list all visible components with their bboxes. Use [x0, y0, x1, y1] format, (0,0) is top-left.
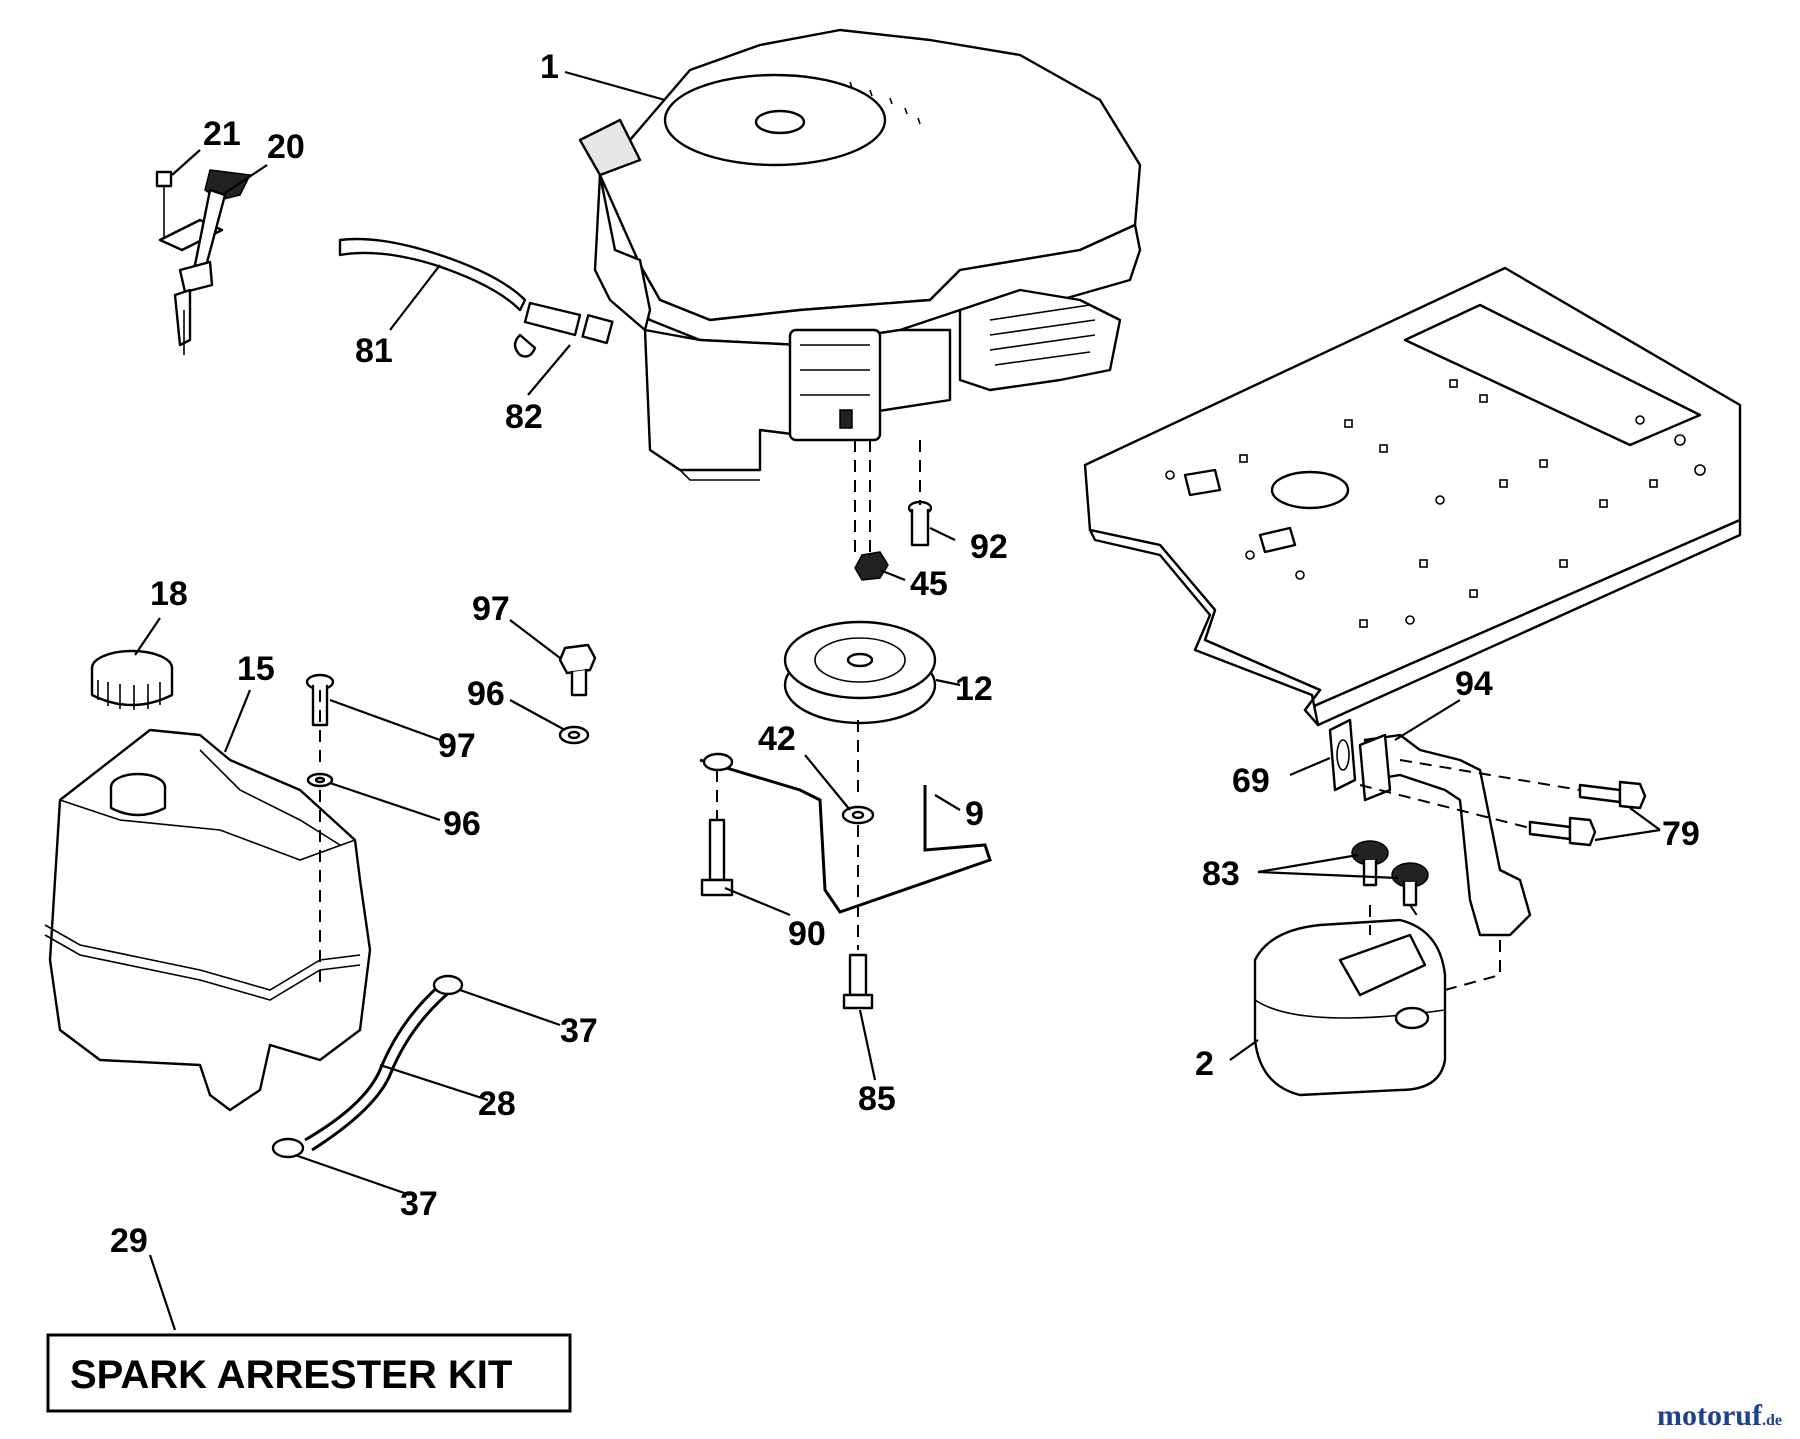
- washer-96-left-part: [306, 772, 334, 788]
- callout-83: 83: [1202, 855, 1240, 893]
- bolt-79-lower-part: [1528, 816, 1597, 847]
- alignment-lines: [319, 440, 1581, 991]
- callout-97-mid: 97: [438, 727, 476, 765]
- leader-lines: [134, 70, 1661, 1331]
- bolt-92-part: [907, 500, 933, 547]
- engine-part: [578, 28, 1142, 481]
- screw-97-left-part: [305, 673, 335, 727]
- callout-90: 90: [788, 915, 826, 953]
- callout-20: 20: [267, 128, 305, 166]
- callout-92: 92: [970, 528, 1008, 566]
- callout-labels: 1 21 20 81 82 18 15 97 96 97 96 92 45 12…: [110, 48, 1700, 1260]
- callout-42: 42: [758, 720, 796, 758]
- watermark-logo: motoruf.de: [1657, 1399, 1782, 1433]
- fuel-line-part: [338, 237, 527, 312]
- watermark-text: motoruf: [1657, 1399, 1762, 1432]
- screw-83-right-part: [1391, 862, 1429, 907]
- callout-96-top: 96: [467, 675, 505, 713]
- gasket-69-part: [1328, 718, 1357, 792]
- watermark-tld: .de: [1762, 1412, 1782, 1429]
- callout-18: 18: [150, 575, 188, 613]
- frame-part: [1083, 266, 1742, 727]
- spark-arrester-kit-label: SPARK ARRESTER KIT: [70, 1353, 512, 1397]
- callout-28: 28: [478, 1085, 516, 1123]
- callout-96-mid: 96: [443, 805, 481, 843]
- callout-85: 85: [858, 1080, 896, 1118]
- bolt-97-right-part: [558, 643, 597, 697]
- callout-37-top: 37: [560, 1012, 598, 1050]
- callout-15: 15: [237, 650, 275, 688]
- callout-94: 94: [1455, 665, 1493, 703]
- callout-12: 12: [955, 670, 993, 708]
- fuel-filter-part: [513, 301, 614, 358]
- callout-79: 79: [1662, 815, 1700, 853]
- spark-arrester-kit-box: SPARK ARRESTER KIT: [46, 1333, 572, 1413]
- bolt-85-part: [842, 953, 874, 1010]
- nut-45-part: [854, 551, 889, 581]
- callout-81: 81: [355, 332, 393, 370]
- callout-2: 2: [1195, 1045, 1214, 1083]
- fuel-cap-part: [90, 649, 174, 710]
- callout-9: 9: [965, 795, 984, 833]
- callout-29: 29: [110, 1222, 148, 1260]
- callout-97-top: 97: [472, 590, 510, 628]
- clamp-37-upper-part: [432, 974, 464, 996]
- fuel-tank-part: [44, 728, 372, 1112]
- fuel-hose-part: [304, 983, 453, 1152]
- screw-83-left-part: [1351, 840, 1389, 887]
- callout-82: 82: [505, 398, 543, 436]
- muffler-part: [1253, 918, 1447, 1097]
- washer-96-right-part: [558, 725, 590, 745]
- throttle-control-part: [155, 169, 252, 355]
- callout-69: 69: [1232, 762, 1270, 800]
- bolt-90-part: [700, 818, 734, 897]
- callout-1: 1: [540, 48, 559, 86]
- pulley-12-part: [783, 620, 937, 725]
- washer-42-part: [841, 805, 875, 825]
- clamp-37-lower-part: [271, 1137, 305, 1159]
- callout-21: 21: [203, 115, 241, 153]
- callout-37-bottom: 37: [400, 1185, 438, 1223]
- callout-45: 45: [910, 565, 948, 603]
- bolt-79-upper-part: [1578, 780, 1647, 810]
- exhaust-pipe-94-part: [1358, 733, 1532, 937]
- brake-rod-part: [699, 752, 992, 914]
